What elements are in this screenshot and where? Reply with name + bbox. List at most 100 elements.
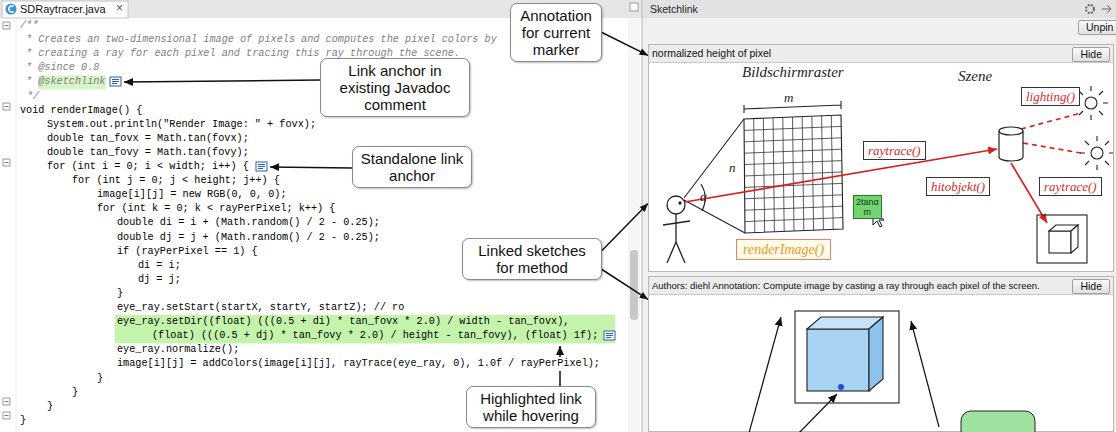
cube — [1037, 215, 1087, 263]
code-line: System.out.println("Render Image: " + fo… — [47, 118, 316, 132]
right-panel-chrome — [1102, 5, 1111, 13]
stick-figure — [667, 196, 685, 214]
panel-annotation: Authors: diehl Annotation: Compute image… — [652, 279, 1061, 292]
code-line: for (int k = 0; k < rayPerPixel; k++) { — [97, 202, 335, 216]
box-text: Linked sketches for method — [468, 242, 596, 276]
right-panel-chrome — [1086, 5, 1094, 13]
code-line: eye_ray.setStart(startX, startY, startZ)… — [117, 301, 404, 315]
sketch-box: raytrace() — [1039, 177, 1102, 196]
right-panel-chrome — [643, 0, 1116, 18]
sketchlink-icon — [258, 165, 265, 169]
callout-arrow — [602, 204, 648, 251]
code-line: for (int i = 0; i < width; i++) { — [47, 160, 249, 174]
panel-title: Sketchlink — [650, 2, 698, 16]
cylinder — [999, 127, 1023, 135]
callout-arrow — [602, 270, 648, 300]
sketchlink-icon — [606, 334, 613, 338]
leader-line — [124, 80, 320, 82]
code-line: * @since 0.8 — [26, 61, 99, 75]
code-line: eye_ray.normalize(); — [117, 343, 239, 357]
box-text: Hide — [1080, 48, 1102, 61]
callout-box: Standalone link anchor — [352, 146, 472, 188]
box-text: Link anchor in existing Javadoc comment — [326, 62, 464, 113]
right-panel-chrome — [642, 0, 1116, 432]
cube — [1037, 215, 1087, 263]
arrowhead — [639, 292, 648, 300]
code-line: double tan_fovy = Math.tan(fovy); — [47, 146, 249, 160]
hide-button: Hide — [1072, 47, 1110, 62]
sketch-note: Szene — [958, 68, 992, 85]
code-line: /** — [20, 19, 38, 33]
callout-box: Link anchor in existing Javadoc comment — [320, 58, 470, 117]
leader-line — [270, 167, 352, 168]
sketch-box: hitobjekt() — [926, 177, 990, 196]
code-line: dj = j; — [138, 273, 181, 287]
pixel-grid — [744, 115, 843, 232]
code-line: double di = i + (Math.random() / 2 - 0.2… — [117, 216, 380, 230]
editor-gutter — [3, 18, 16, 432]
stick-figure — [663, 214, 690, 263]
code-line: double dj = j + (Math.random() / 2 - 0.2… — [117, 231, 380, 245]
view-frustum — [684, 119, 745, 233]
sketch-note: n — [729, 160, 736, 175]
light-source — [1091, 147, 1103, 159]
grid-line — [745, 172, 843, 176]
code-line: * creating a ray for each pixel and trac… — [26, 47, 460, 61]
callout-arrow — [602, 204, 648, 251]
sketch-panel: Authors: diehl Annotation: Compute image… — [648, 276, 1114, 432]
callout-arrow — [602, 33, 648, 56]
panel-header: normalized height of pixel — [649, 45, 1113, 63]
arrow-line — [749, 317, 939, 432]
editor-gutter — [5, 26, 9, 416]
box-text: raytrace() — [1044, 178, 1097, 195]
arrowhead — [640, 204, 648, 212]
cube — [795, 311, 899, 403]
cube — [1071, 225, 1078, 253]
ray — [685, 113, 1081, 223]
box-text: lighting() — [1026, 88, 1075, 105]
sketch-note: α — [700, 189, 707, 204]
scrollbar — [630, 250, 638, 320]
grid-line — [831, 115, 833, 229]
code-line: double tan_fovx = Math.tan(fovx); — [47, 132, 249, 146]
code-line: } — [117, 287, 123, 301]
right-panel-chrome — [642, 0, 643, 432]
callout-arrow — [602, 270, 648, 300]
sketchlink-icon — [112, 80, 119, 84]
hide-button: Hide — [1072, 279, 1110, 294]
panel-header: Authors: diehl Annotation: Compute image… — [649, 277, 1113, 295]
sketchlink-icon — [256, 162, 267, 171]
grid-line — [822, 116, 824, 230]
code-line: } — [72, 386, 78, 400]
code-line: image[i][j] = addColors(image[i][j], ray… — [117, 357, 600, 371]
box-text: Standalone link anchor — [358, 150, 466, 184]
sketch-box: lighting() — [1021, 87, 1080, 106]
right-panel-chrome — [642, 0, 1116, 432]
tab-close: × — [116, 1, 123, 15]
callout-box: Highlighted link while hovering — [466, 386, 596, 428]
ellipse-shape — [961, 411, 1035, 432]
box-text: Unpin — [1086, 21, 1113, 34]
code-line: image[i][j] = new RGB(0, 0, 0); — [97, 188, 287, 202]
code-line: * Creates an two-dimensional image of pi… — [26, 33, 497, 47]
stick-figure — [679, 202, 681, 204]
code-line: */ — [27, 90, 39, 104]
cube — [795, 311, 899, 403]
ray — [685, 149, 997, 202]
code-line: di = i; — [138, 259, 181, 273]
tab-bar — [630, 3, 638, 11]
box-text: raytrace() — [868, 142, 921, 159]
cylinder — [999, 127, 1023, 161]
arrow-line — [911, 321, 939, 427]
scrollbar — [628, 18, 640, 432]
hover-marker: 2tanα m — [853, 195, 882, 219]
grid-line — [745, 218, 843, 222]
sketchlink-icon — [604, 331, 615, 340]
cube — [1049, 231, 1071, 253]
ray — [1021, 113, 1081, 129]
code-line: } — [20, 414, 26, 428]
panel-annotation: normalized height of pixel — [652, 47, 1061, 60]
cube — [869, 317, 883, 391]
view-frustum — [744, 115, 843, 233]
